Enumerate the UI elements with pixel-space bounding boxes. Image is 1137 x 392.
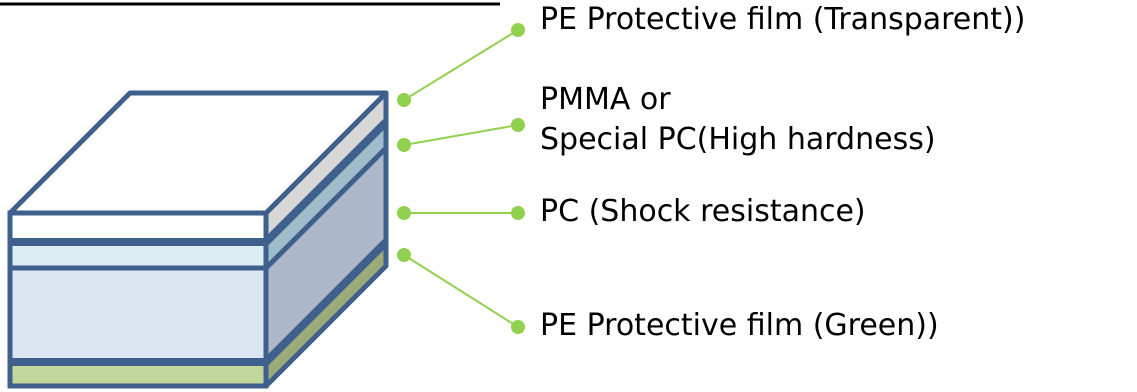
leader-pc bbox=[397, 206, 525, 220]
leader-pe-bottom bbox=[397, 248, 525, 334]
pe-top-front-face bbox=[7, 210, 269, 245]
label-pmma-line2: Special PC(High hardness) bbox=[540, 122, 936, 157]
label-pmma: PMMA or Special PC(High hardness) bbox=[540, 80, 936, 160]
leader-pmma bbox=[397, 118, 525, 152]
label-pe-protective-film-green: PE Protective film (Green)) bbox=[540, 308, 939, 343]
pc-front-face bbox=[7, 265, 269, 365]
leader-pe-top bbox=[397, 23, 525, 107]
label-pmma-line1: PMMA or bbox=[540, 82, 671, 117]
label-pe-protective-film-transparent: PE Protective film (Transparent)) bbox=[540, 2, 1026, 37]
separator-line bbox=[263, 119, 389, 245]
label-pc-shock-resistance: PC (Shock resistance) bbox=[540, 194, 866, 229]
separator-line bbox=[263, 239, 389, 365]
